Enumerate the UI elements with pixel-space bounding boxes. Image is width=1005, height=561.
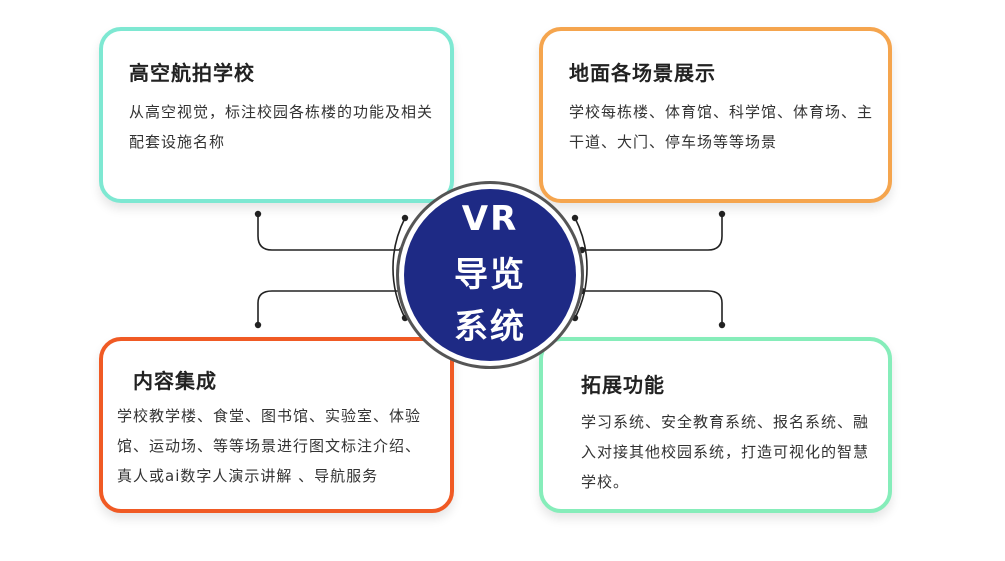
connector-dot	[571, 314, 579, 322]
card-title: 高空航拍学校	[129, 61, 255, 85]
card-extended-features: 拓展功能 学习系统、安全教育系统、报名系统、融入对接其他校园系统，打造可视化的智…	[539, 337, 892, 513]
connector-dot	[254, 321, 262, 329]
hub-label-line: 系统	[454, 307, 526, 347]
card-description: 学校教学楼、食堂、图书馆、实验室、体验馆、运动场、等等场景进行图文标注介绍、真人…	[117, 407, 422, 485]
connector-dot	[254, 210, 262, 218]
connector-top-left	[257, 214, 402, 251]
connector-dot	[718, 321, 726, 329]
connector-bottom-right	[582, 290, 723, 325]
card-description: 从高空视觉，标注校园各栋楼的功能及相关配套设施名称	[129, 103, 434, 151]
hub-label-line: VR	[461, 199, 519, 239]
hub-label-line: 导览	[454, 255, 526, 295]
connector-dot	[718, 210, 726, 218]
card-title: 内容集成	[133, 369, 217, 393]
card-title: 地面各场景展示	[569, 61, 716, 85]
card-title: 拓展功能	[581, 373, 665, 397]
hub-arc-right	[574, 217, 588, 319]
connector-dot	[571, 214, 579, 222]
vr-guide-system-hub: VR 导览 系统	[404, 189, 576, 361]
connector-dot	[398, 287, 406, 295]
card-description: 学习系统、安全教育系统、报名系统、融入对接其他校园系统，打造可视化的智慧学校。	[581, 413, 870, 491]
connector-dot	[401, 314, 409, 322]
connector-top-right	[582, 214, 723, 251]
connector-dot	[578, 287, 586, 295]
connector-bottom-left	[257, 290, 402, 325]
connector-dot	[578, 246, 586, 254]
card-aerial-photography: 高空航拍学校 从高空视觉，标注校园各栋楼的功能及相关配套设施名称	[99, 27, 454, 203]
card-content-integration: 内容集成 学校教学楼、食堂、图书馆、实验室、体验馆、运动场、等等场景进行图文标注…	[99, 337, 454, 513]
card-ground-scenes: 地面各场景展示 学校每栋楼、体育馆、科学馆、体育场、主干道、大门、停车场等等场景	[539, 27, 892, 203]
hub-arc-left	[392, 217, 406, 319]
connector-dot	[401, 214, 409, 222]
card-description: 学校每栋楼、体育馆、科学馆、体育场、主干道、大门、停车场等等场景	[569, 103, 874, 151]
connector-dot	[398, 246, 406, 254]
